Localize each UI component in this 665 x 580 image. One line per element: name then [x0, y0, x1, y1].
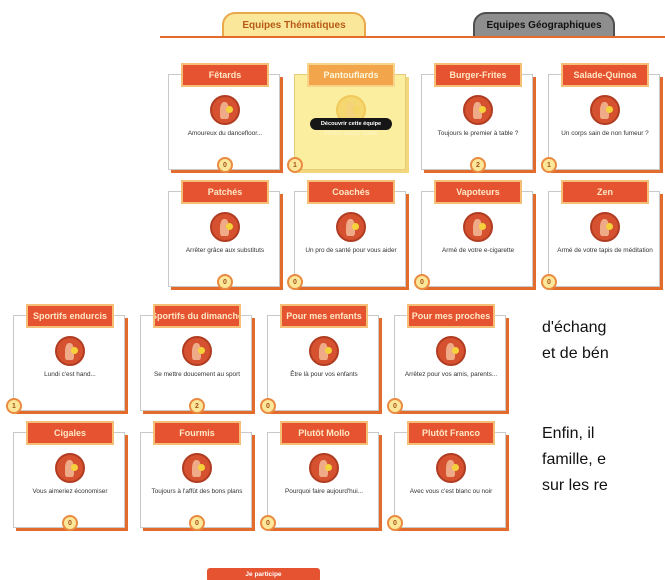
member-count: 0 — [260, 398, 276, 414]
team-title: Cigales — [26, 421, 114, 445]
team-card-pour-mes-enfants[interactable]: Pour mes enfants Être là pour vos enfant… — [260, 304, 379, 414]
discover-team-button[interactable]: Découvrir cette équipe — [310, 118, 392, 130]
team-title: Coachés — [307, 180, 395, 204]
team-title: Plutôt Franco — [407, 421, 495, 445]
coach-icon — [336, 212, 366, 242]
direct-icon — [436, 453, 466, 483]
team-description: Armé de votre e-cigarette — [441, 247, 515, 254]
team-description: Home sweet home — [324, 130, 378, 137]
team-description: Arrêter grâce aux substituts — [185, 247, 265, 254]
team-card-cigales[interactable]: Cigales Vous aimeriez économiser 0 — [13, 421, 125, 531]
team-card-pour-mes-proches[interactable]: Pour mes proches Arrêtez pour vos amis, … — [387, 304, 506, 414]
team-title: Zen — [561, 180, 649, 204]
member-count: 0 — [287, 274, 303, 290]
member-count: 0 — [387, 515, 403, 531]
participate-button[interactable]: Je participe — [207, 568, 320, 580]
team-description: Un pro de santé pour vous aider — [305, 247, 397, 254]
document-text-line: d'échang — [542, 319, 607, 336]
member-count: 0 — [62, 515, 78, 531]
team-title: Fêtards — [181, 63, 269, 87]
team-card-plutot-mollo[interactable]: Plutôt Mollo Pourquoi faire aujourd'hui.… — [260, 421, 379, 531]
team-card-coaches[interactable]: Coachés Un pro de santé pour vous aider … — [287, 180, 406, 290]
team-title: Sportifs du dimanche — [153, 304, 241, 328]
team-title: Sportifs endurcis — [26, 304, 114, 328]
document-text-line: sur les re — [542, 477, 608, 494]
team-title: Pour mes enfants — [280, 304, 368, 328]
team-description: Arrêtez pour vos amis, parents... — [404, 371, 498, 378]
burger-icon — [463, 95, 493, 125]
relax-icon — [309, 453, 339, 483]
patch-icon — [210, 212, 240, 242]
team-description: Pourquoi faire aujourd'hui... — [285, 488, 363, 495]
team-description: Toujours à l'affût des bons plans — [151, 488, 243, 495]
team-card-sportifs-du-dimanche[interactable]: Sportifs du dimanche Se mettre doucement… — [140, 304, 252, 414]
team-card-fourmis[interactable]: Fourmis Toujours à l'affût des bons plan… — [140, 421, 252, 531]
member-count: 0 — [541, 274, 557, 290]
team-description: Lundi c'est hand... — [44, 371, 96, 378]
team-description: Amoureux du dancefloor... — [187, 130, 263, 137]
team-title: Patchés — [181, 180, 269, 204]
member-count: 2 — [470, 157, 486, 173]
tab-geographic-teams[interactable]: Equipes Géographiques — [473, 12, 615, 38]
team-description: Armé de votre tapis de méditation — [557, 247, 653, 254]
team-title: Plutôt Mollo — [280, 421, 368, 445]
e-cigarette-icon — [463, 212, 493, 242]
tab-divider — [160, 36, 665, 38]
team-description: Toujours le premier à table ? — [437, 130, 519, 137]
team-title: Vapoteurs — [434, 180, 522, 204]
member-count: 0 — [414, 274, 430, 290]
team-title: Pantouflards — [307, 63, 395, 87]
team-title: Burger-Frites — [434, 63, 522, 87]
money-icon — [55, 453, 85, 483]
team-card-plutot-franco[interactable]: Plutôt Franco Avec vous c'est blanc ou n… — [387, 421, 506, 531]
member-count: 0 — [217, 157, 233, 173]
member-count: 0 — [260, 515, 276, 531]
team-card-pantouflards[interactable]: Pantouflards Découvrir cette équipe Home… — [287, 63, 406, 173]
team-card-patches[interactable]: Patchés Arrêter grâce aux substituts 0 — [168, 180, 280, 290]
team-description: Vous aimeriez économiser — [32, 488, 108, 495]
sport-icon — [55, 336, 85, 366]
team-card-sportifs-endurcis[interactable]: Sportifs endurcis Lundi c'est hand... 1 — [6, 304, 125, 414]
team-card-salade-quinoa[interactable]: Salade-Quinoa Un corps sain de non fumeu… — [541, 63, 660, 173]
member-count: 0 — [217, 274, 233, 290]
team-description: Se mettre doucement au sport — [154, 371, 240, 378]
member-count: 0 — [189, 515, 205, 531]
member-count: 2 — [189, 398, 205, 414]
document-text-line: Enfin, il — [542, 425, 595, 442]
team-card-fetards[interactable]: Fêtards Amoureux du dancefloor... 0 — [168, 63, 280, 173]
team-card-burger-frites[interactable]: Burger-Frites Toujours le premier à tabl… — [421, 63, 533, 173]
team-card-zen[interactable]: Zen Armé de votre tapis de méditation 0 — [541, 180, 660, 290]
team-description: Être là pour vos enfants — [290, 371, 358, 378]
team-title: Fourmis — [153, 421, 241, 445]
dancing-figure-icon — [210, 95, 240, 125]
jogging-icon — [182, 336, 212, 366]
document-text-line: famille, e — [542, 451, 607, 468]
tab-thematic-teams[interactable]: Equipes Thématiques — [222, 12, 366, 38]
ant-coins-icon — [182, 453, 212, 483]
team-description: Avec vous c'est blanc ou noir — [409, 488, 493, 495]
document-text-line: et de bén — [542, 345, 609, 362]
meditation-icon — [590, 212, 620, 242]
member-count: 1 — [541, 157, 557, 173]
team-card-vapoteurs[interactable]: Vapoteurs Armé de votre e-cigarette 0 — [414, 180, 533, 290]
team-title: Salade-Quinoa — [561, 63, 649, 87]
member-count: 0 — [387, 398, 403, 414]
member-count: 1 — [287, 157, 303, 173]
member-count: 1 — [6, 398, 22, 414]
heart-hands-icon — [436, 336, 466, 366]
salad-icon — [590, 95, 620, 125]
child-icon — [309, 336, 339, 366]
team-description: Un corps sain de non fumeur ? — [561, 130, 649, 137]
team-title: Pour mes proches — [407, 304, 495, 328]
